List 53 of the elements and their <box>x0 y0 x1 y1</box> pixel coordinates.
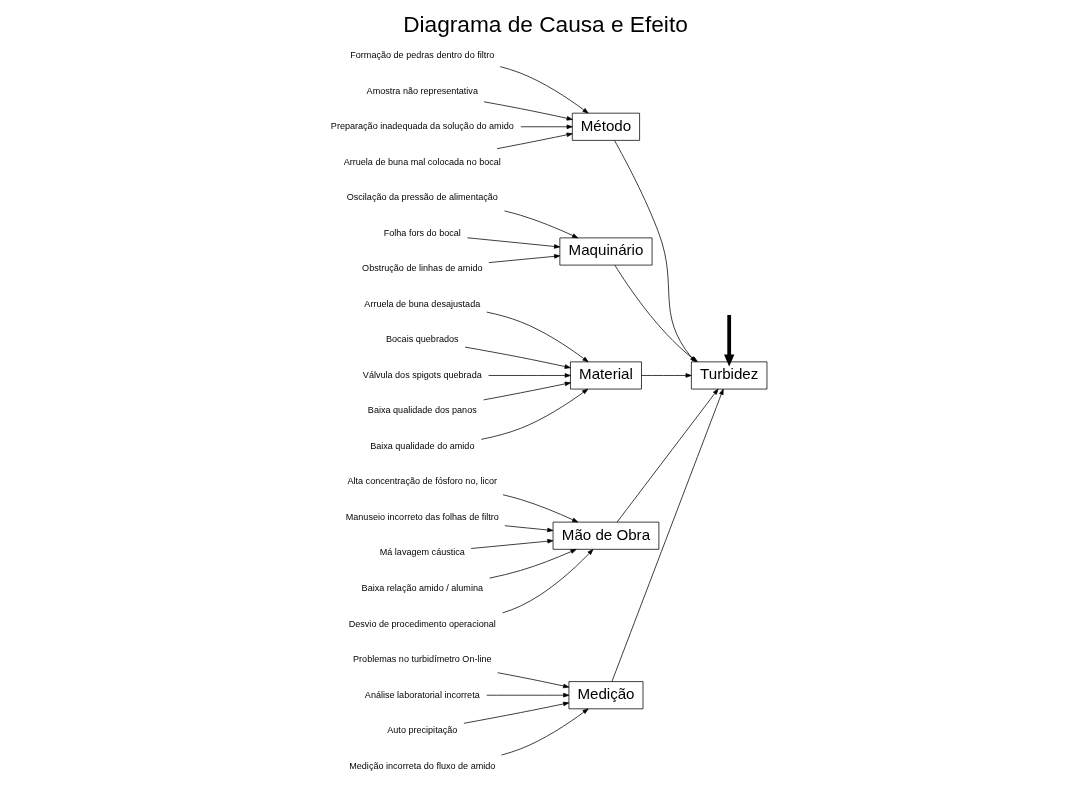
node-box: Maquinário <box>559 237 652 266</box>
node-text: Bocais quebrados <box>385 334 459 345</box>
arrow <box>487 254 560 263</box>
arrow <box>487 373 571 378</box>
arrow <box>500 708 588 756</box>
arrow <box>485 693 569 698</box>
node-box: Turbidez <box>690 361 767 390</box>
node-box: Método <box>571 112 640 141</box>
node-box: Mão de Obra <box>552 521 659 550</box>
arrow <box>502 494 578 523</box>
node-text: Obstrução de linhas de amido <box>361 263 482 274</box>
arrow <box>488 549 577 579</box>
arrow <box>503 525 553 533</box>
node-text: Baixa qualidade do amido <box>369 440 474 451</box>
arrow <box>464 346 571 369</box>
node-text: Válvula dos spigots quebrada <box>362 369 482 380</box>
arrow <box>503 210 578 239</box>
node-text: Arruela de buna desajustada <box>363 298 480 309</box>
arrow <box>496 672 569 689</box>
arrow <box>499 66 588 114</box>
node-box: Medição <box>568 681 643 710</box>
arrow <box>611 388 724 682</box>
node-text: Análise laboratorial incorreta <box>364 689 480 700</box>
arrow <box>466 237 560 249</box>
arrow <box>640 373 692 378</box>
node-text: Medição incorreta do fluxo de amido <box>348 760 495 771</box>
node-text: Folha fors do bocal <box>383 227 461 238</box>
node-text: Amostra não representativa <box>366 85 478 96</box>
arrow <box>485 311 588 363</box>
arrow <box>616 388 718 523</box>
node-text: Baixa relação amido / alumina <box>361 582 483 593</box>
node-text: Alta concentração de fósforo no, licor <box>346 476 497 487</box>
node-text: Arruela de buna mal colocada no bocal <box>343 156 501 167</box>
arrow <box>723 315 734 367</box>
arrow <box>519 124 573 129</box>
arrow <box>496 132 573 150</box>
arrow <box>463 701 569 724</box>
node-text: Baixa qualidade dos panos <box>367 405 477 416</box>
arrow <box>501 549 593 614</box>
arrow <box>482 381 571 401</box>
node-text: Auto precipitação <box>386 725 457 736</box>
node-text: Problemas no turbidímetro On-line <box>352 654 492 665</box>
node-text: Manuseio incorreto das folhas de filtro <box>345 511 499 522</box>
node-text: Má lavagem cáustica <box>379 547 465 558</box>
arrow <box>483 101 573 121</box>
node-text: Preparação inadequada da solução do amido <box>330 121 514 132</box>
node-text: Formação de pedras dentro do filtro <box>349 50 494 61</box>
arrow <box>470 539 553 549</box>
node-text: Desvio de procedimento operacional <box>348 618 496 629</box>
diagram-title: Diagrama de Causa e Efeito <box>402 11 688 38</box>
node-text: Oscilação da pressão de alimentação <box>346 192 498 203</box>
node-box: Material <box>569 361 642 390</box>
arrow <box>480 388 588 440</box>
